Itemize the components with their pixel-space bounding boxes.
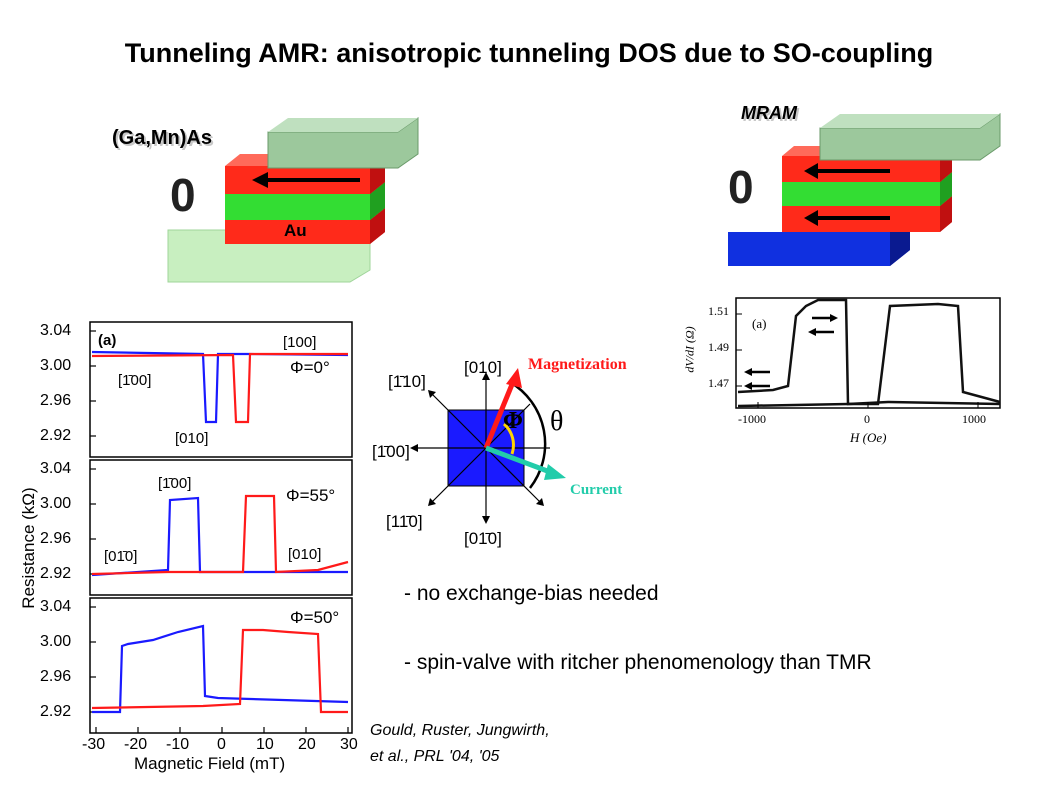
dir-11bar0: [11̄0] [386, 512, 423, 531]
au-label: Au [284, 221, 307, 240]
citation-line-1: Gould, Ruster, Jungwirth, [370, 722, 550, 739]
phi-symbol: Φ [503, 408, 523, 434]
ytick-b-4: 2.92 [40, 565, 72, 582]
xtick-4: 0 [217, 736, 226, 753]
bullet-1: - no exchange-bias needed [404, 582, 659, 605]
direction-diagram [410, 368, 566, 524]
mram-ytick-1: 1.51 [708, 304, 729, 318]
mram-xlabel: H (Oe) [850, 430, 887, 445]
ytick-a-2: 3.00 [40, 357, 72, 374]
mram-ylabel: dV/dI (Ω) [682, 326, 697, 373]
xtick-1: -30 [82, 736, 106, 753]
ytick-b-3: 2.96 [40, 530, 72, 547]
mram-xtick-1: -1000 [738, 412, 766, 426]
panel-a-phi: Φ=0° [290, 358, 330, 377]
mram-label: MRAM [741, 103, 797, 123]
xtick-3: -10 [166, 736, 190, 753]
panel-a-tag: (a) [98, 332, 117, 349]
xtick-6: 20 [298, 736, 316, 753]
mram-ytick-2: 1.49 [708, 340, 729, 354]
amr-plot: 3.04 3.00 2.96 2.92 3.04 3.00 2.96 2.92 … [18, 310, 358, 780]
panel-b-label-010: [010] [288, 546, 322, 563]
panel-b-label-01bar0: [01̄0] [104, 548, 138, 565]
xtick-2: -20 [124, 736, 148, 753]
amr-plot-frames [89, 321, 353, 734]
xtick-7: 30 [340, 736, 358, 753]
ytick-b-1: 3.04 [40, 460, 72, 477]
ytick-a-3: 2.96 [40, 392, 72, 409]
mram-xtick-2: 0 [864, 412, 870, 426]
gamnas-stack-illustration [167, 117, 419, 283]
ytick-c-1: 3.04 [40, 598, 72, 615]
theta-symbol: θ [550, 406, 564, 437]
panel-a-label-1bar00: [1̄00] [118, 372, 152, 389]
mram-plot: (a) 1.51 1.49 1.47 -1000 0 1000 H (Oe) d… [678, 292, 1008, 452]
mram-plot-svg [735, 297, 1001, 409]
gamnas-label: (Ga,Mn)As [112, 127, 212, 149]
ytick-c-4: 2.92 [40, 703, 72, 720]
dir-1bar10: [1̄10] [388, 372, 426, 391]
mram-tag: (a) [752, 316, 767, 331]
ytick-a-1: 3.04 [40, 322, 72, 339]
amr-ylabel: Resistance (kΩ) [19, 487, 38, 609]
mram-ytick-3: 1.47 [708, 376, 729, 390]
ytick-a-4: 2.92 [40, 427, 72, 444]
citation: Gould, Ruster, Jungwirth, et al., PRL '0… [370, 718, 550, 770]
panel-c-phi: Φ=50° [290, 608, 340, 627]
panel-b-phi: Φ=55° [286, 486, 336, 505]
ytick-c-2: 3.00 [40, 633, 72, 650]
zero-label-right: 0 [728, 161, 754, 213]
magnetization-label: Magnetization [528, 356, 627, 373]
ytick-b-2: 3.00 [40, 495, 72, 512]
panel-a-label-100: [100] [283, 334, 317, 351]
ytick-c-3: 2.96 [40, 668, 72, 685]
zero-label-left: 0 [170, 169, 196, 221]
mram-xtick-3: 1000 [962, 412, 986, 426]
amr-xlabel: Magnetic Field (mT) [134, 754, 286, 773]
bullet-2: - spin-valve with ritcher phenomenology … [404, 651, 872, 674]
panel-b-label-1bar00: [1̄00] [158, 475, 192, 492]
dir-01bar0: [01̄0] [464, 529, 502, 548]
dir-1bar00: [1̄00] [372, 442, 410, 461]
panel-a-label-010: [010] [175, 430, 209, 447]
dir-010: [010] [464, 358, 502, 377]
current-label: Current [570, 482, 623, 498]
slide-title: Tunneling AMR: anisotropic tunneling DOS… [124, 38, 934, 68]
xtick-5: 10 [256, 736, 274, 753]
citation-line-2: et al., PRL '04, '05 [370, 748, 500, 765]
mram-stack-illustration [728, 113, 1001, 266]
